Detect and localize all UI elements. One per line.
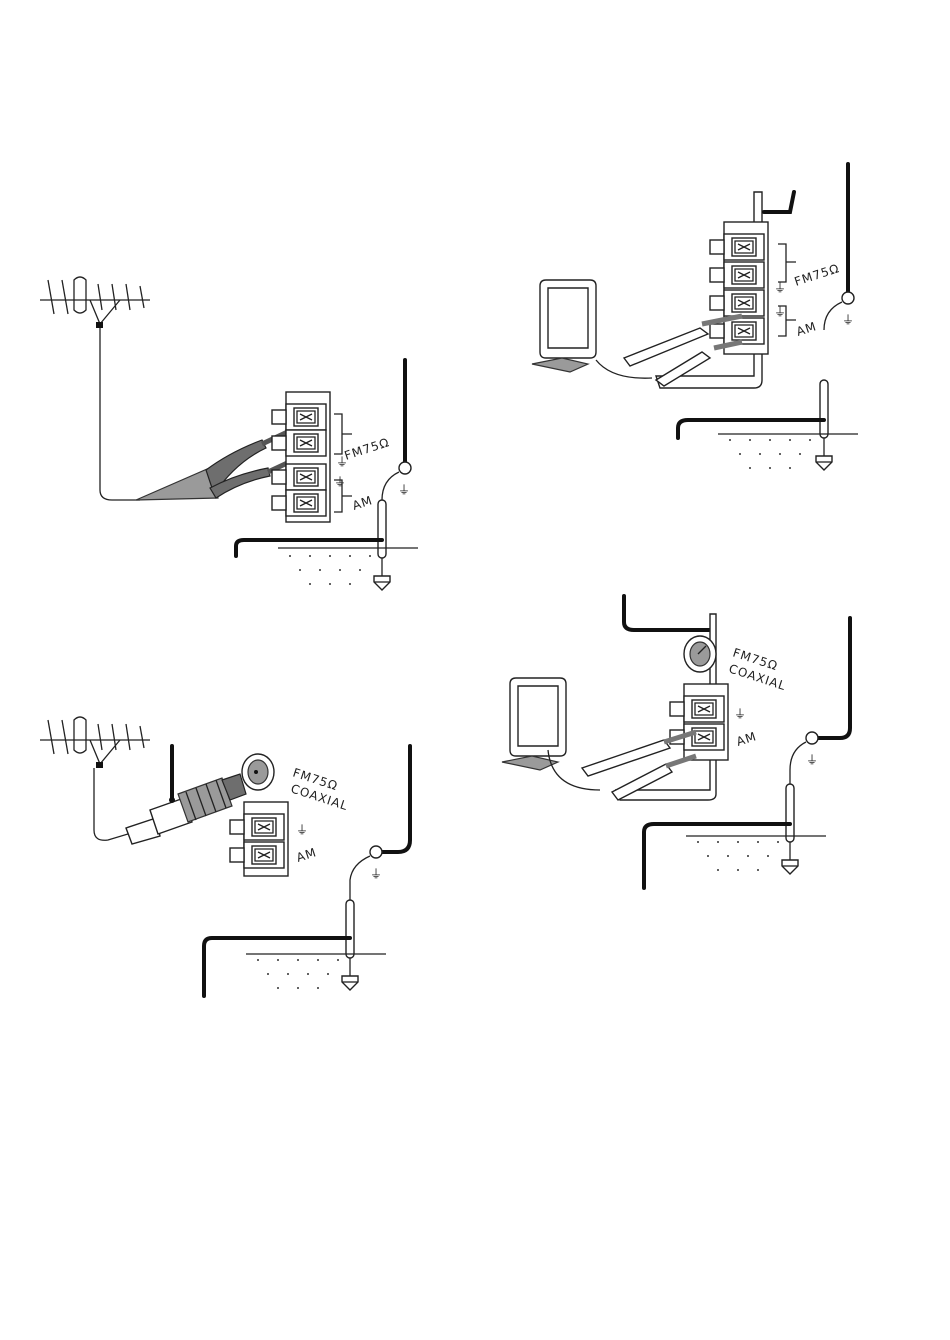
am-label-2: AM (795, 319, 819, 339)
fm75-label-2: FM75Ω (793, 261, 842, 289)
soil-dots (289, 555, 371, 585)
ground-mark-fm: ⏚ (336, 455, 349, 469)
diagram-fm-feeder: FM75Ω ⏚ ⏚ AM ⏚ (40, 277, 418, 590)
coaxial-plug (126, 774, 246, 844)
antenna-cable (100, 328, 140, 500)
vertical-wall-line-4 (818, 618, 850, 738)
ground-rod (374, 500, 390, 590)
outdoor-fm-antenna-2 (40, 717, 150, 768)
am-loop-antenna-4 (502, 678, 566, 770)
diagram-fm-coaxial: FM75Ω COAXIAL ⏚ AM ⏚ (40, 717, 410, 996)
ground-mark-fm-2: ⏚ (774, 281, 787, 295)
ground-mark-am-4: ⏚ (734, 707, 747, 721)
ground-terminal-2 (842, 292, 854, 304)
ground-mark-2: ⏚ (842, 313, 855, 327)
terminal-block-am-3 (230, 802, 288, 876)
am-label: AM (351, 493, 375, 513)
coax-cable (94, 768, 128, 840)
ground-wire-2 (678, 420, 824, 438)
terminal-block-fm-am-2 (710, 222, 768, 354)
ground-mark-am: ⏚ (334, 475, 347, 489)
terminal-block-fm-am (272, 392, 330, 522)
ground-wire-3 (204, 938, 350, 996)
am-label-4: AM (735, 729, 759, 749)
ground-mark-am-3: ⏚ (296, 823, 309, 837)
am-label-3: AM (295, 845, 319, 865)
diagram-am-loop-coaxial: FM75Ω COAXIAL ⏚ AM ⏚ (502, 596, 850, 888)
feeder-wire (136, 466, 218, 500)
soil-dots-2 (729, 439, 811, 469)
ground-mark: ⏚ (398, 483, 411, 497)
ground-terminal-3 (370, 846, 382, 858)
top-wire-4 (624, 596, 712, 630)
ground-mark-4: ⏚ (806, 753, 819, 767)
fm75-label: FM75Ω (343, 435, 392, 463)
coaxial-jack-4 (684, 636, 716, 672)
ground-mark-3: ⏚ (370, 867, 383, 881)
coaxial-jack (242, 754, 274, 790)
diagram-am-loop-terminal: FM75Ω ⏚ ⏚ AM ⏚ (532, 164, 858, 470)
soil-dots-3 (257, 959, 339, 989)
ground-rod-4 (782, 784, 798, 874)
am-loop-antenna (532, 280, 596, 372)
ground-terminal-4 (806, 732, 818, 744)
ground-rod-2 (816, 380, 832, 470)
ground-mark-am-2: ⏚ (774, 305, 787, 319)
terminal-block-am-4 (670, 684, 728, 760)
top-wire (764, 192, 794, 212)
ground-terminal (399, 462, 411, 474)
vertical-wall-line-3b (382, 746, 410, 852)
outdoor-fm-antenna (40, 277, 150, 328)
ground-rod-3 (342, 900, 358, 990)
soil-dots-4 (697, 841, 779, 871)
